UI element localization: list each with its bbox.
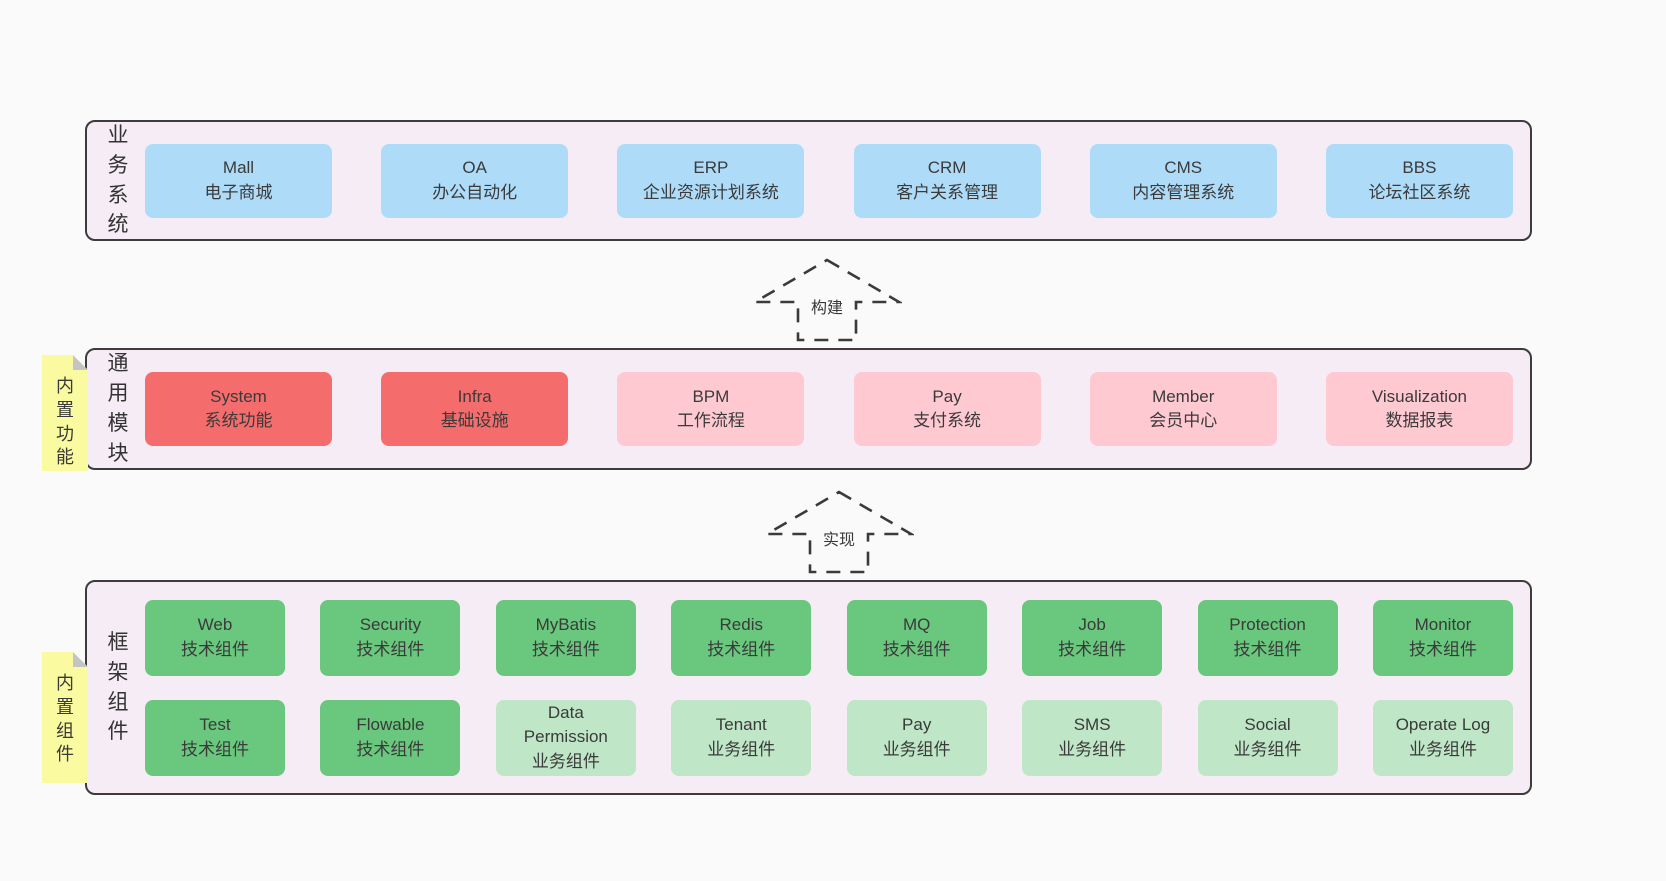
box-mall: Mall 电子商城 bbox=[145, 143, 332, 218]
up-block-arrow-icon bbox=[752, 258, 902, 342]
band-common-label: 通用模块 bbox=[107, 352, 129, 465]
box-system: System 系统功能 bbox=[145, 372, 332, 446]
band-common-modules: 通用模块 System 系统功能 Infra 基础设施 BPM 工作流程 Pay… bbox=[85, 348, 1532, 470]
box-redis: Redis 技术组件 bbox=[671, 599, 812, 676]
box-protection: Protection 技术组件 bbox=[1197, 599, 1338, 676]
box-job: Job 技术组件 bbox=[1022, 599, 1163, 676]
framework-row-2: Test 技术组件 Flowable 技术组件 Data Permission … bbox=[145, 699, 1513, 776]
box-mq: MQ 技术组件 bbox=[846, 599, 987, 676]
sticky-note-built-in-features: 内置功能 bbox=[42, 355, 88, 471]
sticky-note-built-in-components: 内置组件 bbox=[42, 652, 88, 783]
box-cms: CMS 内容管理系统 bbox=[1089, 143, 1277, 218]
box-infra: Infra 基础设施 bbox=[381, 372, 569, 446]
business-boxes: Mall 电子商城 OA 办公自动化 ERP 企业资源计划系统 CRM 客户关系… bbox=[145, 122, 1513, 239]
framework-boxes: Web 技术组件 Security 技术组件 MyBatis 技术组件 Redi… bbox=[145, 582, 1513, 793]
band-framework-components: 框架组件 Web 技术组件 Security 技术组件 MyBatis 技术组件… bbox=[85, 580, 1532, 795]
band-business-label: 业务系统 bbox=[107, 123, 129, 237]
box-member: Member 会员中心 bbox=[1089, 372, 1277, 446]
box-mybatis: MyBatis 技术组件 bbox=[495, 599, 636, 676]
box-sms: SMS 业务组件 bbox=[1022, 699, 1163, 776]
box-social: Social 业务组件 bbox=[1197, 699, 1338, 776]
box-web: Web 技术组件 bbox=[145, 599, 285, 676]
band-business-systems: 业务系统 Mall 电子商城 OA 办公自动化 ERP 企业资源计划系统 CRM… bbox=[85, 120, 1532, 241]
box-monitor: Monitor 技术组件 bbox=[1372, 599, 1513, 676]
box-flowable: Flowable 技术组件 bbox=[320, 699, 461, 776]
box-oa: OA 办公自动化 bbox=[381, 143, 569, 218]
arrow-build-label: 构建 bbox=[807, 294, 847, 318]
box-operate-log: Operate Log 业务组件 bbox=[1372, 699, 1513, 776]
box-bpm: BPM 工作流程 bbox=[617, 372, 805, 446]
arrow-build: 构建 bbox=[752, 257, 902, 343]
arrow-implement: 实现 bbox=[764, 489, 914, 575]
box-pay-module: Pay 支付系统 bbox=[853, 372, 1041, 446]
box-crm: CRM 客户关系管理 bbox=[853, 143, 1041, 218]
box-test: Test 技术组件 bbox=[145, 699, 285, 776]
arrow-implement-label: 实现 bbox=[819, 526, 859, 550]
common-boxes: System 系统功能 Infra 基础设施 BPM 工作流程 Pay 支付系统… bbox=[145, 350, 1513, 468]
band-framework-label: 框架组件 bbox=[107, 630, 129, 744]
up-block-arrow-icon bbox=[764, 490, 914, 574]
box-data-permission: Data Permission 业务组件 bbox=[495, 699, 636, 776]
box-tenant: Tenant 业务组件 bbox=[671, 699, 812, 776]
box-erp: ERP 企业资源计划系统 bbox=[617, 143, 805, 218]
framework-row-1: Web 技术组件 Security 技术组件 MyBatis 技术组件 Redi… bbox=[145, 599, 1513, 676]
box-bbs: BBS 论坛社区系统 bbox=[1325, 143, 1513, 218]
box-pay-component: Pay 业务组件 bbox=[846, 699, 987, 776]
box-security: Security 技术组件 bbox=[320, 599, 461, 676]
box-visualization: Visualization 数据报表 bbox=[1325, 372, 1513, 446]
